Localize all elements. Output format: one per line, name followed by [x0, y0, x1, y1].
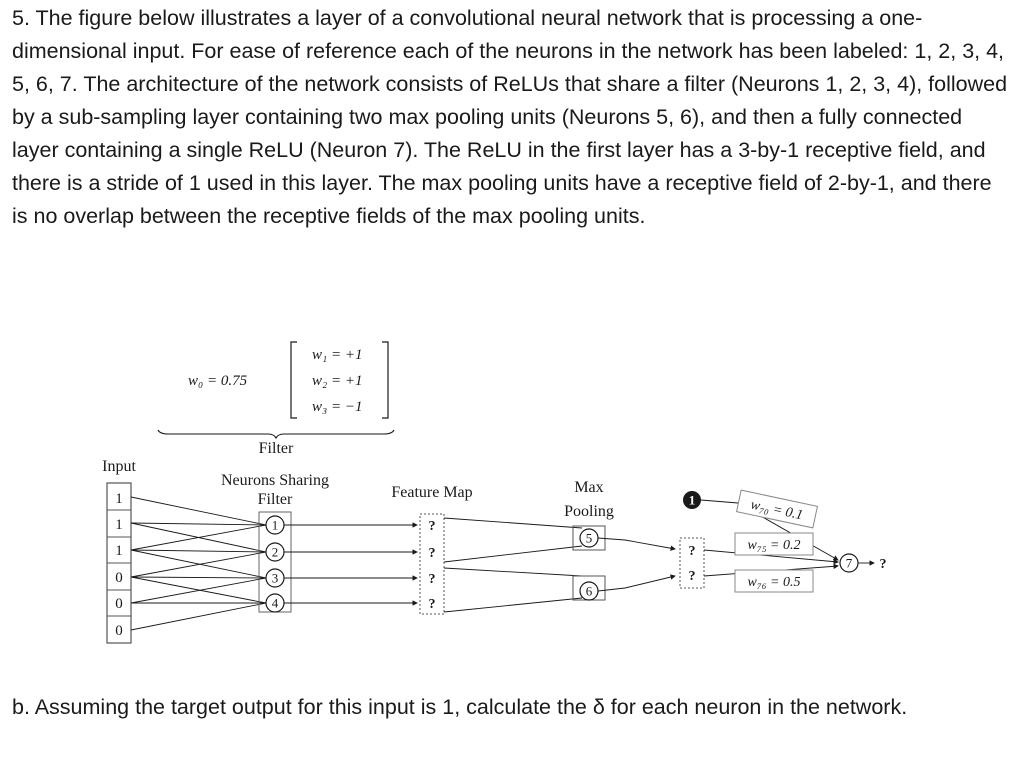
- pool-neuron-label: 6: [586, 584, 593, 599]
- input-cell: 1: [115, 491, 123, 507]
- filter-bracket-left: [290, 341, 297, 419]
- max-pooling-label: Pooling: [564, 503, 614, 520]
- pool-neuron-label: 5: [586, 531, 593, 546]
- pool-box-1: [572, 525, 606, 551]
- conv-neuron-label: 1: [272, 518, 279, 533]
- pool-output-value: ?: [689, 544, 696, 559]
- filter-label: Filter: [259, 440, 294, 457]
- weight-w76-label: w₇₆ = 0.5: [747, 575, 800, 590]
- output-neuron-label: 7: [846, 556, 853, 571]
- question-part-b: b. Assuming the target output for this i…: [12, 695, 908, 719]
- bias-neuron: [683, 491, 701, 509]
- feature-map-value: ?: [429, 597, 436, 612]
- filter-weight-w1: w₁ = +1: [312, 347, 362, 363]
- feature-map-value: ?: [429, 519, 436, 534]
- question-intro: 5. The figure below illustrates a layer …: [12, 6, 1008, 228]
- feature-map-value: ?: [429, 546, 436, 561]
- conv-neuron-label: 2: [272, 545, 279, 560]
- input-cell: 1: [115, 543, 123, 559]
- filter-weight-w3: w₃ = −1: [312, 399, 362, 415]
- input-cell: 0: [115, 596, 123, 612]
- feature-map-box: [419, 513, 445, 615]
- weight-w75-box: [734, 532, 814, 556]
- max-pooling-label: Max: [574, 479, 603, 496]
- cnn-figure: w₀ = 0.75 w₁ = +1 w₂ = +1 w₃ = −1 Filter…: [102, 341, 887, 644]
- neurons-sharing-label: Neurons Sharing: [221, 472, 329, 489]
- pool-output-box: [679, 537, 705, 589]
- weight-w75-label: w₇₅ = 0.2: [747, 538, 800, 553]
- feature-map-label: Feature Map: [391, 484, 472, 501]
- input-label: Input: [102, 458, 136, 475]
- weight-w70-box: [735, 489, 819, 529]
- conv-neuron-label: 3: [272, 571, 279, 586]
- feature-map-value: ?: [429, 572, 436, 587]
- filter-brace: [157, 429, 395, 440]
- bias-neuron-label: 1: [689, 493, 696, 508]
- neurons-sharing-label: Filter: [258, 491, 293, 508]
- filter-bracket-right: [382, 341, 389, 419]
- final-output-value: ?: [880, 557, 887, 572]
- pool-output-value: ?: [689, 569, 696, 584]
- conv-neuron-label: 4: [272, 596, 279, 611]
- filter-weight-w2: w₂ = +1: [312, 373, 362, 389]
- input-cell: 0: [115, 623, 123, 639]
- weight-w76-box: [734, 569, 814, 593]
- input-cell: 1: [115, 517, 123, 533]
- filter-weight-w0: w₀ = 0.75: [188, 373, 248, 389]
- input-cell: 0: [115, 570, 123, 586]
